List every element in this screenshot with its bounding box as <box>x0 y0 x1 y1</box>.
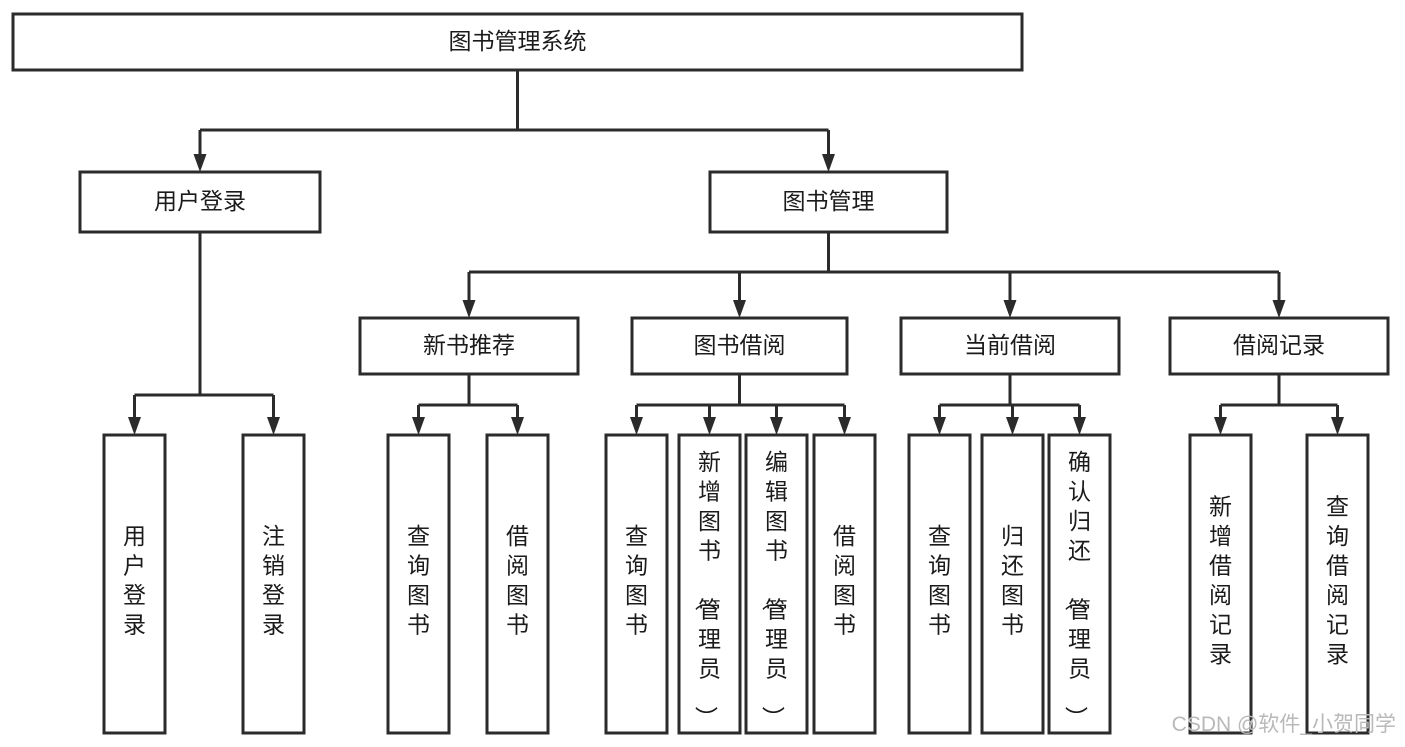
node-leaf-return-book[interactable]: 归还图书 <box>980 433 1045 735</box>
node-label-leaf-query-record: 查询借阅记录 <box>1326 493 1349 667</box>
node-leaf-user-login[interactable]: 用户登录 <box>102 433 167 735</box>
node-label-book-manage: 图书管理 <box>783 188 875 214</box>
arrow-head-icon <box>1272 300 1286 318</box>
arrow-head-icon <box>1006 417 1019 435</box>
node-book-manage[interactable]: 图书管理 <box>708 170 949 234</box>
node-new-book-rec[interactable]: 新书推荐 <box>358 316 580 376</box>
node-leaf-edit-book[interactable]: 编辑图书（管理员） <box>744 433 809 735</box>
node-leaf-add-book[interactable]: 新增图书（管理员） <box>677 433 742 735</box>
node-label-leaf-confirm-return: 确认归还（管理员） <box>1063 449 1091 729</box>
node-label-leaf-edit-book: 编辑图书（管理员） <box>760 449 788 729</box>
arrow-head-icon <box>193 154 207 172</box>
node-box-root[interactable] <box>11 12 1024 72</box>
node-leaf-borrow-book-1[interactable]: 借阅图书 <box>485 433 550 735</box>
node-box-leaf-query-book-1[interactable] <box>386 433 451 735</box>
node-leaf-confirm-return[interactable]: 确认归还（管理员） <box>1047 433 1112 735</box>
node-box-borrow-record[interactable] <box>1168 316 1390 376</box>
node-box-new-book-rec[interactable] <box>358 316 580 376</box>
node-box-leaf-confirm-return[interactable] <box>1047 433 1112 735</box>
node-box-leaf-query-book-3[interactable] <box>907 433 972 735</box>
node-label-current-borrow: 当前借阅 <box>964 332 1056 358</box>
arrow-head-icon <box>770 417 783 435</box>
connector-group-new-book-rec <box>412 374 524 435</box>
node-book-borrow[interactable]: 图书借阅 <box>630 316 849 376</box>
node-box-leaf-query-record[interactable] <box>1305 433 1370 735</box>
node-leaf-logout[interactable]: 注销登录 <box>241 433 306 735</box>
connector-group-current-borrow <box>933 374 1086 435</box>
node-leaf-add-record[interactable]: 新增借阅记录 <box>1188 433 1253 735</box>
arrow-head-icon <box>1331 417 1344 435</box>
node-label-user-login: 用户登录 <box>154 188 246 214</box>
node-borrow-record[interactable]: 借阅记录 <box>1168 316 1390 376</box>
arrow-head-icon <box>733 300 746 318</box>
node-label-new-book-rec: 新书推荐 <box>423 332 515 358</box>
node-leaf-query-book-3[interactable]: 查询图书 <box>907 433 972 735</box>
node-box-leaf-user-login[interactable] <box>102 433 167 735</box>
arrow-head-icon <box>128 417 141 435</box>
node-label-leaf-add-record: 新增借阅记录 <box>1209 493 1232 667</box>
arrow-head-icon <box>933 417 946 435</box>
connector-layer <box>128 70 1344 435</box>
arrow-head-icon <box>412 417 425 435</box>
node-label-leaf-borrow-book-2: 借阅图书 <box>833 523 856 638</box>
arrow-head-icon <box>838 417 851 435</box>
arrow-head-icon <box>703 417 716 435</box>
arrow-head-icon <box>1003 300 1017 318</box>
node-leaf-query-record[interactable]: 查询借阅记录 <box>1305 433 1370 735</box>
node-box-leaf-borrow-book-2[interactable] <box>812 433 877 735</box>
node-leaf-query-book-2[interactable]: 查询图书 <box>604 433 669 735</box>
arrow-head-icon <box>462 300 476 318</box>
arrow-head-icon <box>1214 417 1227 435</box>
node-leaf-query-book-1[interactable]: 查询图书 <box>386 433 451 735</box>
node-label-leaf-logout: 注销登录 <box>262 523 285 638</box>
node-label-leaf-query-book-2: 查询图书 <box>625 523 648 638</box>
node-layer: 图书管理系统用户登录图书管理新书推荐图书借阅当前借阅借阅记录用户登录注销登录查询… <box>11 12 1390 735</box>
arrow-head-icon <box>267 417 280 435</box>
node-box-book-manage[interactable] <box>708 170 949 234</box>
node-box-user-login[interactable] <box>78 170 322 234</box>
node-root[interactable]: 图书管理系统 <box>11 12 1024 72</box>
node-label-leaf-borrow-book-1: 借阅图书 <box>506 523 529 638</box>
node-label-borrow-record: 借阅记录 <box>1233 332 1325 358</box>
csdn-watermark: CSDN @软件_小贺同学 <box>1172 713 1396 736</box>
node-label-leaf-add-book: 新增图书（管理员） <box>693 449 721 729</box>
node-box-leaf-add-record[interactable] <box>1188 433 1253 735</box>
node-box-leaf-logout[interactable] <box>241 433 306 735</box>
node-label-book-borrow: 图书借阅 <box>694 332 786 358</box>
node-box-leaf-return-book[interactable] <box>980 433 1045 735</box>
node-box-book-borrow[interactable] <box>630 316 849 376</box>
node-box-leaf-query-book-2[interactable] <box>604 433 669 735</box>
arrow-head-icon <box>1073 417 1086 435</box>
node-current-borrow[interactable]: 当前借阅 <box>899 316 1121 376</box>
node-box-current-borrow[interactable] <box>899 316 1121 376</box>
arrow-head-icon <box>511 417 524 435</box>
node-box-leaf-add-book[interactable] <box>677 433 742 735</box>
node-label-leaf-user-login: 用户登录 <box>123 523 146 638</box>
node-user-login[interactable]: 用户登录 <box>78 170 322 234</box>
node-label-leaf-query-book-1: 查询图书 <box>407 523 430 638</box>
connector-group-root <box>193 70 835 172</box>
arrow-head-icon <box>630 417 643 435</box>
connector-group-user-login <box>128 232 280 435</box>
connector-group-book-manage <box>462 232 1286 318</box>
node-label-root: 图书管理系统 <box>449 28 587 54</box>
node-box-leaf-borrow-book-1[interactable] <box>485 433 550 735</box>
node-leaf-borrow-book-2[interactable]: 借阅图书 <box>812 433 877 735</box>
node-label-leaf-query-book-3: 查询图书 <box>928 523 951 638</box>
connector-group-book-borrow <box>630 374 851 435</box>
connector-group-borrow-record <box>1214 374 1344 435</box>
node-box-leaf-edit-book[interactable] <box>744 433 809 735</box>
node-label-leaf-return-book: 归还图书 <box>1001 523 1024 638</box>
arrow-head-icon <box>822 154 835 172</box>
